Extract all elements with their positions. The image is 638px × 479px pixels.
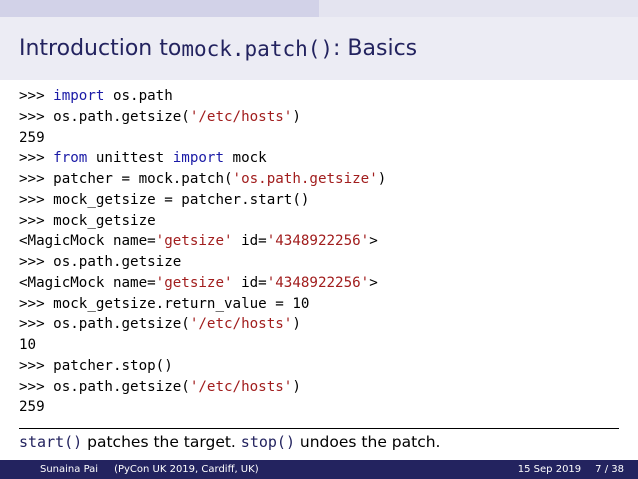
code-token: mock — [224, 150, 267, 167]
code-block: >>> import os.path>>> os.path.getsize('/… — [19, 86, 619, 418]
footer-date: 15 Sep 2019 — [517, 464, 582, 475]
code-line: >>> os.path.getsize('/etc/hosts') — [19, 107, 619, 128]
nav-section-right — [319, 0, 638, 17]
code-token: ) — [292, 378, 301, 395]
nav-section-left — [0, 0, 319, 17]
footer-left: Sunaina Pai (PyCon UK 2019, Cardiff, UK) — [40, 464, 320, 475]
title-code: mock.patch() — [181, 36, 334, 61]
code-token: > — [369, 274, 378, 291]
code-token: <MagicMock name= — [19, 274, 156, 291]
code-line: <MagicMock name='getsize' id='4348922256… — [19, 231, 619, 252]
code-token: import — [172, 150, 225, 167]
code-token: >>> — [19, 88, 54, 104]
title-suffix: : Basics — [333, 36, 418, 61]
code-line: 259 — [19, 397, 619, 418]
footer-page-number: 7 / 38 — [595, 464, 624, 475]
code-line: >>> patcher.stop() — [19, 356, 619, 377]
code-line: >>> os.path.getsize('/etc/hosts') — [19, 314, 619, 335]
navigation-strip — [0, 0, 638, 17]
code-token: 'os.path.getsize' — [232, 171, 378, 187]
code-token: '/etc/hosts' — [189, 316, 293, 333]
code-token: >>> — [19, 150, 54, 167]
code-line: >>> patcher = mock.patch('os.path.getsiz… — [19, 169, 619, 190]
code-token: >>> os.path.getsize( — [19, 316, 190, 333]
code-line: >>> from unittest import mock — [19, 148, 619, 169]
code-line: >>> mock_getsize — [19, 211, 619, 232]
footer-author: Sunaina Pai — [40, 464, 99, 475]
code-token: >>> os.path.getsize( — [19, 378, 190, 395]
slide-title-bar: Introduction to mock.patch(): Basics — [0, 17, 638, 80]
code-line: >>> mock_getsize.return_value = 10 — [19, 294, 619, 315]
code-token: >>> patcher = mock.patch( — [19, 171, 233, 187]
code-token: '4348922256' — [266, 233, 370, 250]
code-token: 10 — [19, 337, 37, 353]
code-token: > — [369, 233, 378, 250]
code-token: id= — [232, 274, 267, 291]
code-line: 10 — [19, 335, 619, 356]
code-token: <MagicMock name= — [19, 233, 156, 250]
code-token: 'getsize' — [155, 274, 233, 291]
code-token: os.path — [104, 88, 173, 104]
code-token: id= — [232, 233, 267, 250]
code-line: >>> os.path.getsize('/etc/hosts') — [19, 377, 619, 398]
slide-footer: Sunaina Pai (PyCon UK 2019, Cardiff, UK)… — [0, 460, 638, 479]
title-prefix: Introduction to — [19, 36, 182, 61]
slide-note: start() patches the target. stop() undoe… — [19, 433, 619, 451]
code-line: >>> os.path.getsize — [19, 252, 619, 273]
note-start-code: start() — [19, 433, 83, 451]
code-token: ) — [377, 171, 387, 187]
code-token: >>> os.path.getsize( — [19, 108, 190, 125]
code-token: 259 — [19, 399, 45, 416]
code-token: 259 — [19, 129, 45, 146]
code-line: <MagicMock name='getsize' id='4348922256… — [19, 273, 619, 294]
code-token: '4348922256' — [266, 274, 370, 291]
code-token: 'getsize' — [155, 233, 233, 250]
code-token: from — [53, 150, 88, 167]
footer-right: 15 Sep 2019 7 / 38 — [518, 464, 624, 475]
code-line: >>> import os.path — [19, 86, 619, 107]
code-line: 259 — [19, 128, 619, 149]
code-token: >>> patcher.stop() — [19, 357, 173, 374]
code-line: >>> mock_getsize = patcher.start() — [19, 190, 619, 211]
code-token: >>> mock_getsize — [19, 212, 156, 229]
note-stop-text: undoes the patch. — [294, 433, 441, 451]
code-token: >>> mock_getsize = patcher.start() — [19, 191, 310, 208]
code-token: ) — [292, 108, 301, 125]
code-token: unittest — [87, 150, 173, 167]
code-token: '/etc/hosts' — [189, 378, 293, 395]
separator-line — [19, 428, 619, 429]
code-token: >>> os.path.getsize — [19, 254, 182, 270]
note-start-text: patches the target. — [82, 433, 241, 451]
code-token: import — [53, 88, 105, 104]
note-stop-code: stop() — [240, 433, 295, 451]
code-token: '/etc/hosts' — [189, 108, 293, 125]
footer-event: (PyCon UK 2019, Cardiff, UK) — [114, 464, 259, 475]
code-token: >>> mock_getsize.return_value = 10 — [19, 295, 310, 312]
code-token: ) — [292, 316, 301, 333]
